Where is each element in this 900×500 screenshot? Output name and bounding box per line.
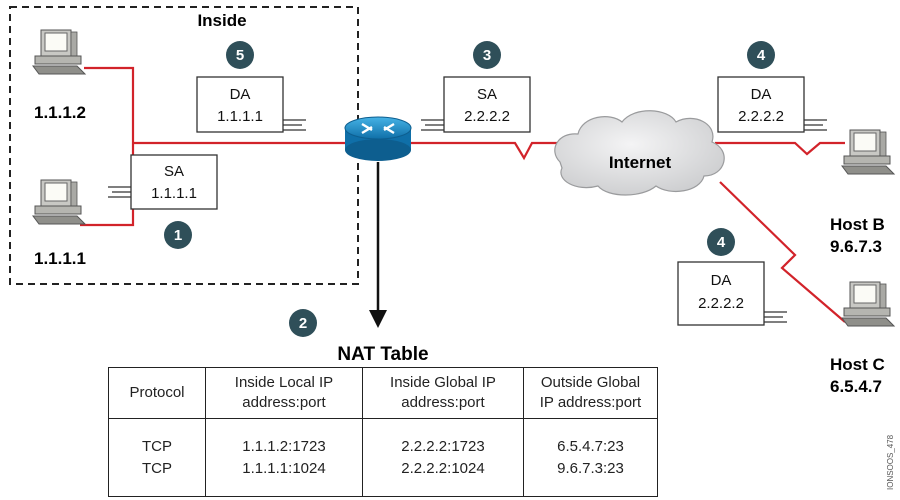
- link-host-1112: [84, 66, 135, 145]
- packet-kind: DA: [230, 86, 251, 103]
- packet-addr: 2.2.2.2: [698, 295, 744, 312]
- pc-icon-host-b: [841, 129, 895, 175]
- link-router-internet: [410, 141, 570, 161]
- packet-addr: 2.2.2.2: [738, 108, 784, 125]
- packet-addr: 1.1.1.1: [217, 108, 263, 125]
- packet-sa-inside: SA 1.1.1.1: [108, 154, 218, 210]
- svg-text:4: 4: [757, 47, 766, 64]
- packets: SA 1.1.1.1 DA 1.1.1.1 SA 2.2.2.2 DA 2.2.…: [108, 76, 827, 326]
- step-badge-4-host-b: 4: [747, 41, 775, 69]
- host-c-ip: 6.5.4.7: [830, 377, 882, 396]
- step-badge-1: 1: [164, 221, 192, 249]
- link-host-1111: [80, 145, 135, 227]
- link-internet-hostb: [715, 141, 845, 156]
- host-b-ip: 9.6.7.3: [830, 237, 882, 256]
- step-badge-5: 5: [226, 41, 254, 69]
- internet-label: Internet: [609, 153, 672, 172]
- step-badges: 1 5 3 4 4 2: [164, 41, 775, 337]
- host-label-1111: 1.1.1.1: [34, 249, 86, 268]
- pc-icon-1112: [32, 29, 86, 75]
- pc-icon-1111: [32, 179, 86, 225]
- step-badge-4-host-c: 4: [707, 228, 735, 256]
- svg-text:1: 1: [174, 227, 182, 244]
- step-badge-2: 2: [289, 309, 317, 337]
- host-b-name: Host B: [830, 215, 885, 234]
- packet-kind: SA: [477, 86, 497, 103]
- packet-kind: SA: [164, 163, 184, 180]
- svg-text:5: 5: [236, 47, 244, 64]
- packet-da-host-c: DA 2.2.2.2: [677, 261, 787, 326]
- packet-addr: 2.2.2.2: [464, 108, 510, 125]
- arrow-head: [369, 310, 387, 328]
- side-code: IONSOOS_478: [886, 434, 895, 490]
- pc-icon-host-c: [841, 281, 895, 327]
- packet-kind: DA: [711, 272, 732, 289]
- svg-text:3: 3: [483, 47, 491, 64]
- packet-da-return: DA 1.1.1.1: [196, 76, 306, 133]
- packet-da-host-b: DA 2.2.2.2: [717, 76, 827, 133]
- svg-text:4: 4: [717, 234, 726, 251]
- link-internet-hostc: [719, 181, 846, 323]
- nat-table-title: NAT Table: [337, 344, 428, 365]
- inside-label: Inside: [197, 11, 246, 30]
- router-icon: [344, 116, 412, 161]
- svg-text:2: 2: [299, 315, 307, 332]
- step-badge-3: 3: [473, 41, 501, 69]
- header-protocol: Protocol: [108, 367, 206, 419]
- packet-kind: DA: [751, 86, 772, 103]
- packet-addr: 1.1.1.1: [151, 185, 197, 202]
- packet-sa-translated: SA 2.2.2.2: [421, 76, 531, 133]
- host-c-name: Host C: [830, 355, 885, 374]
- host-label-1112: 1.1.1.2: [34, 103, 86, 122]
- internet-cloud: [554, 110, 725, 196]
